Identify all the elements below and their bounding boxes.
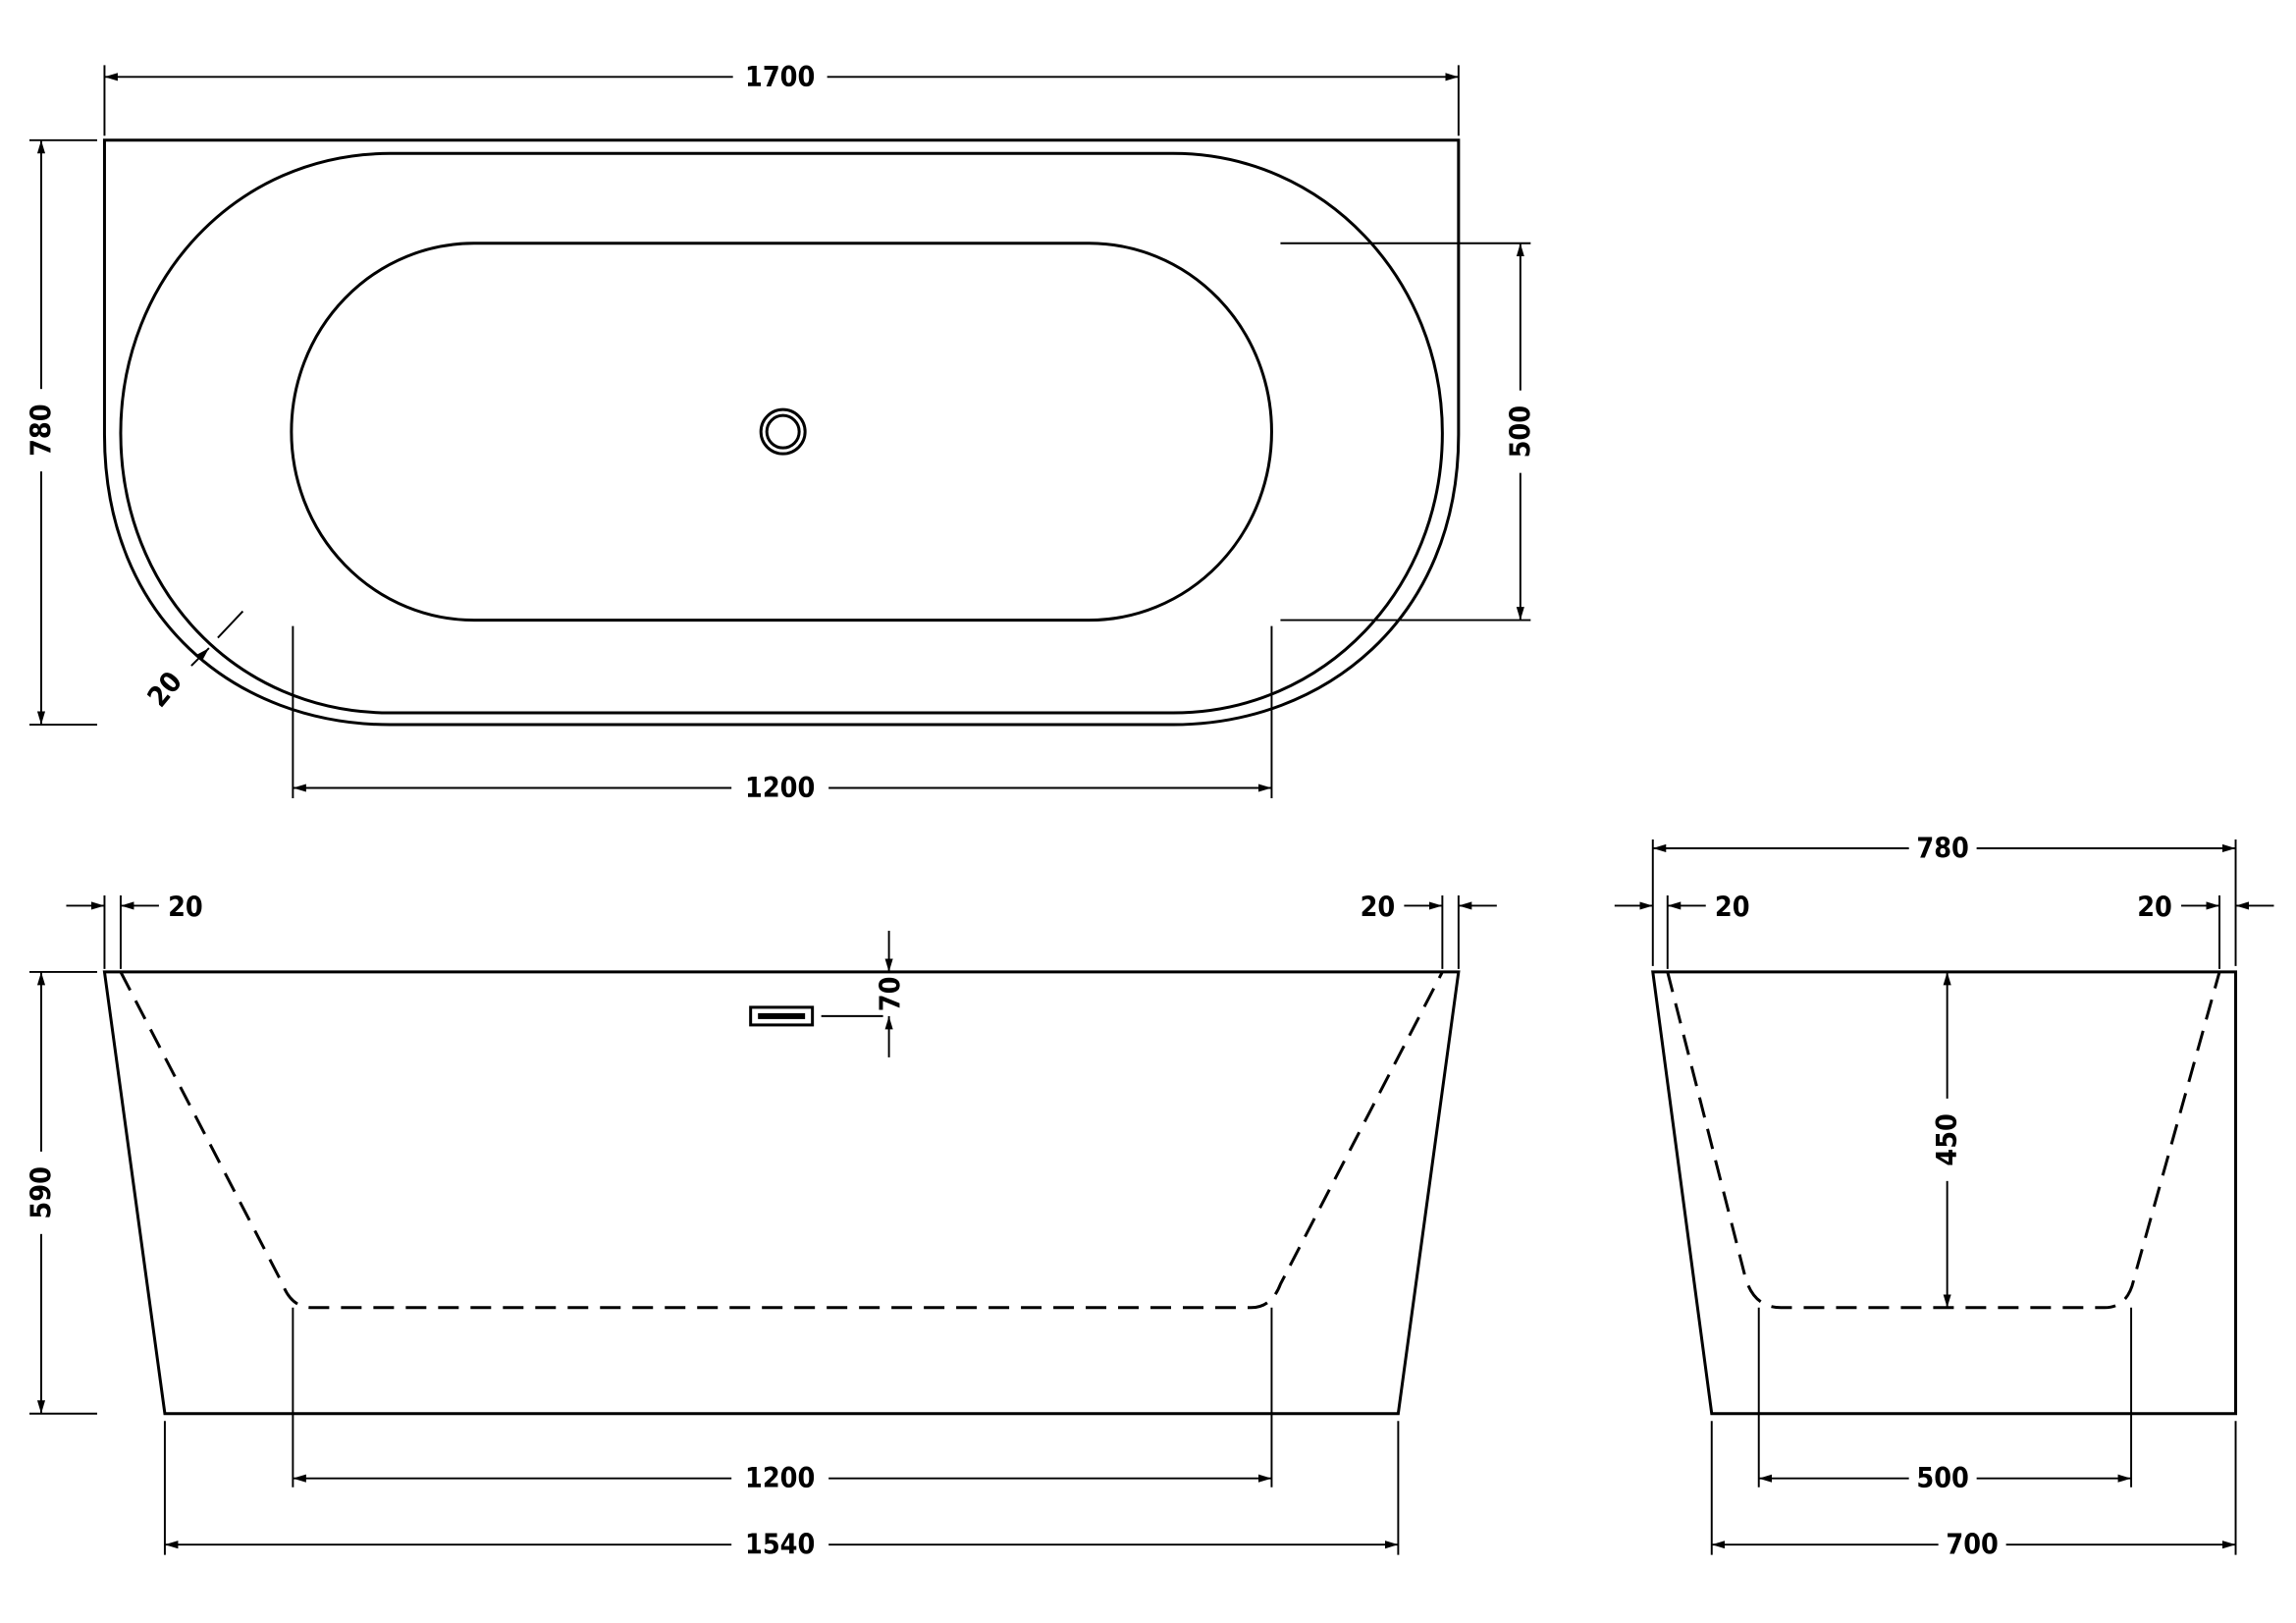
side-basin-hidden-line [119, 971, 1444, 1310]
dim-label-rim-right: 20 [1361, 891, 1396, 923]
dim-label-height: 590 [25, 1166, 57, 1218]
rim-inner-outline [119, 151, 1444, 715]
dim-label-base-width: 700 [1946, 1529, 1998, 1561]
dim-label-end-width: 780 [1916, 832, 1968, 864]
outer-outline [102, 138, 1461, 727]
top-view: 1700 780 500 1200 20 [23, 59, 1538, 806]
overflow-icon [749, 1005, 815, 1027]
end-basin-hidden-line [1666, 971, 2221, 1310]
dim-label-basin-length: 1200 [745, 772, 815, 804]
drain-icon [759, 407, 807, 456]
dim-label-basin-width: 500 [1504, 406, 1536, 458]
dim-label-rim-thickness: 20 [141, 666, 188, 714]
dim-label-end-rim-right: 20 [2137, 891, 2172, 923]
dim-label-floor-length: 1200 [745, 1462, 815, 1494]
side-view: 70 20 20 590 1200 1540 [23, 891, 1497, 1563]
basin-outline [290, 242, 1273, 622]
dim-label-overall-length: 1700 [745, 61, 815, 93]
side-outer-outline [102, 970, 1461, 1416]
dim-label-depth: 450 [1931, 1113, 1963, 1165]
dim-label-floor-width: 500 [1916, 1462, 1968, 1494]
dim-label-end-rim-left: 20 [1715, 891, 1750, 923]
dim-label-base-length: 1540 [745, 1529, 815, 1561]
dim-label-rim-left: 20 [168, 891, 203, 923]
dim-label-overall-width: 780 [25, 404, 57, 456]
end-view: 780 20 20 450 500 700 [1614, 830, 2274, 1563]
end-outer-outline [1651, 970, 2238, 1416]
dim-label-overflow-offset: 70 [875, 977, 907, 1012]
